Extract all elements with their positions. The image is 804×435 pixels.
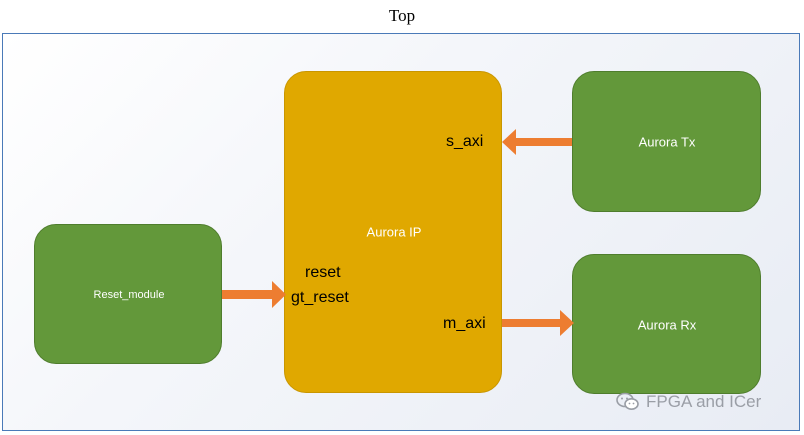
reset-module-label: Reset_module: [93, 289, 165, 301]
port-m-axi-label: m_axi: [443, 315, 486, 332]
arrow-tx-to-ip: [502, 129, 572, 155]
aurora-tx-label: Aurora Tx: [638, 134, 696, 150]
aurora-rx-label: Aurora Rx: [637, 317, 697, 333]
diagram-title: Top: [388, 6, 416, 25]
aurora-tx-block: Aurora Tx: [572, 71, 761, 212]
reset-module-block: Reset_module: [34, 224, 222, 364]
aurora-ip-block: Aurora IP: [284, 71, 502, 393]
port-reset-label: reset: [305, 264, 341, 281]
port-s-axi-label: s_axi: [446, 133, 484, 150]
arrow-ip-to-rx: [502, 310, 574, 336]
watermark-text: FPGA and ICer: [646, 392, 762, 411]
port-gt-reset-label: gt_reset: [291, 289, 349, 306]
aurora-rx-block: Aurora Rx: [572, 254, 761, 394]
aurora-ip-label: Aurora IP: [366, 224, 422, 240]
arrow-reset-to-ip: [222, 281, 286, 308]
wechat-icon: [616, 392, 640, 412]
watermark: FPGA and ICer: [616, 392, 761, 412]
